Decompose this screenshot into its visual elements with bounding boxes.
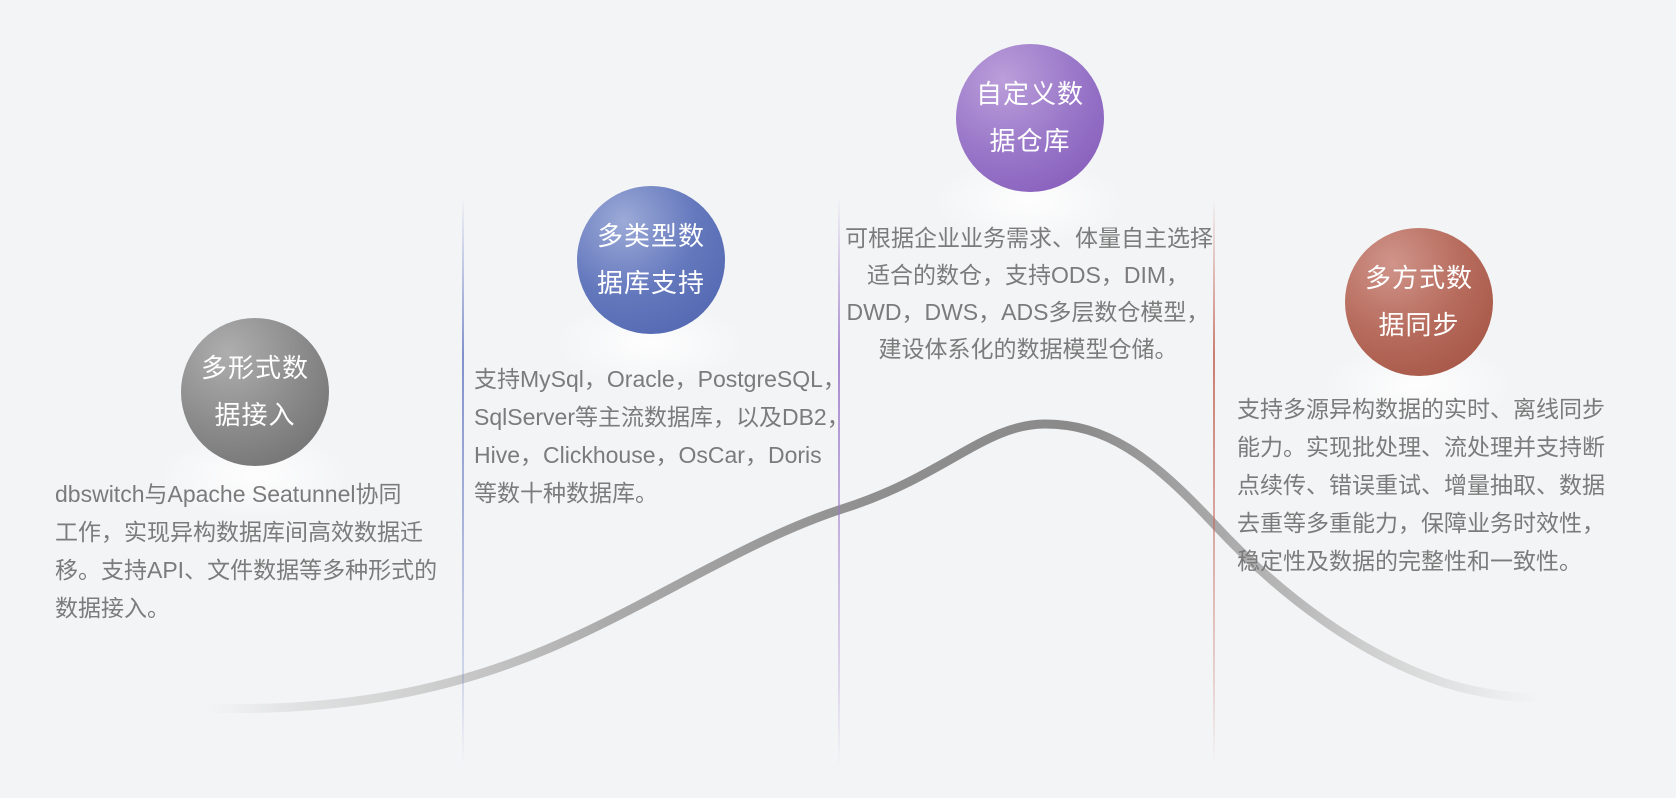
description-line: 支持MySql，Oracle，PostgreSQL， <box>474 366 846 392</box>
circle-label-line: 据仓库 <box>989 126 1071 156</box>
feature-description-custom-warehouse: 可根据企业业务需求、体量自主选择 适合的数仓，支持ODS，DIM， DWD，DW… <box>845 220 1213 368</box>
divider-red <box>1213 196 1215 766</box>
divider-purple <box>838 196 840 766</box>
description-line: 能力。实现批处理、流处理并支持断 <box>1237 434 1605 460</box>
description-line: dbswitch与Apache Seatunnel协同 <box>55 481 402 507</box>
circle-label-line: 多形式数 <box>200 353 309 383</box>
description-line: 工作，实现异构数据库间高效数据迁 <box>55 519 423 545</box>
description-line: 等数十种数据库。 <box>474 480 658 506</box>
description-line: 稳定性及数据的完整性和一致性。 <box>1237 548 1582 574</box>
feature-description-multi-mode-sync: 支持多源异构数据的实时、离线同步 能力。实现批处理、流处理并支持断 点续传、错误… <box>1237 390 1605 580</box>
feature-description-multi-type-database: 支持MySql，Oracle，PostgreSQL， SqlServer等主流数… <box>474 360 850 512</box>
circle-label-line: 据库支持 <box>596 268 705 298</box>
description-line: DWD，DWS，ADS多层数仓模型， <box>846 299 1210 325</box>
description-line: 支持多源异构数据的实时、离线同步 <box>1237 396 1605 422</box>
feature-circle-multi-type-database: 多类型数 据库支持 <box>577 186 725 334</box>
divider-blue <box>462 196 464 766</box>
description-line: Hive，Clickhouse，OsCar，Doris <box>474 442 822 468</box>
bell-curve-path <box>200 419 1547 714</box>
description-line: 适合的数仓，支持ODS，DIM， <box>867 262 1189 288</box>
feature-circle-custom-warehouse: 自定义数 据仓库 <box>956 44 1104 192</box>
circle-label-line: 据接入 <box>214 400 296 430</box>
circle-label-line: 自定义数 <box>975 79 1084 109</box>
description-line: 移。支持API、文件数据等多种形式的 <box>55 557 438 583</box>
circle-label-line: 多类型数 <box>596 221 705 251</box>
feature-circle-multi-form-access: 多形式数 据接入 <box>181 318 329 466</box>
description-line: 点续传、错误重试、增量抽取、数据 <box>1237 472 1605 498</box>
description-line: 数据接入。 <box>55 595 170 621</box>
circle-label-line: 多方式数 <box>1364 263 1473 293</box>
description-line: SqlServer等主流数据库，以及DB2， <box>474 404 850 430</box>
feature-description-multi-form-access: dbswitch与Apache Seatunnel协同 工作，实现异构数据库间高… <box>55 475 437 627</box>
circle-label-line: 据同步 <box>1378 310 1460 340</box>
description-line: 去重等多重能力，保障业务时效性， <box>1237 510 1605 536</box>
description-line: 可根据企业业务需求、体量自主选择 <box>845 225 1213 251</box>
description-line: 建设体系化的数据模型仓储。 <box>878 336 1178 362</box>
feature-circle-multi-mode-sync: 多方式数 据同步 <box>1345 228 1493 376</box>
